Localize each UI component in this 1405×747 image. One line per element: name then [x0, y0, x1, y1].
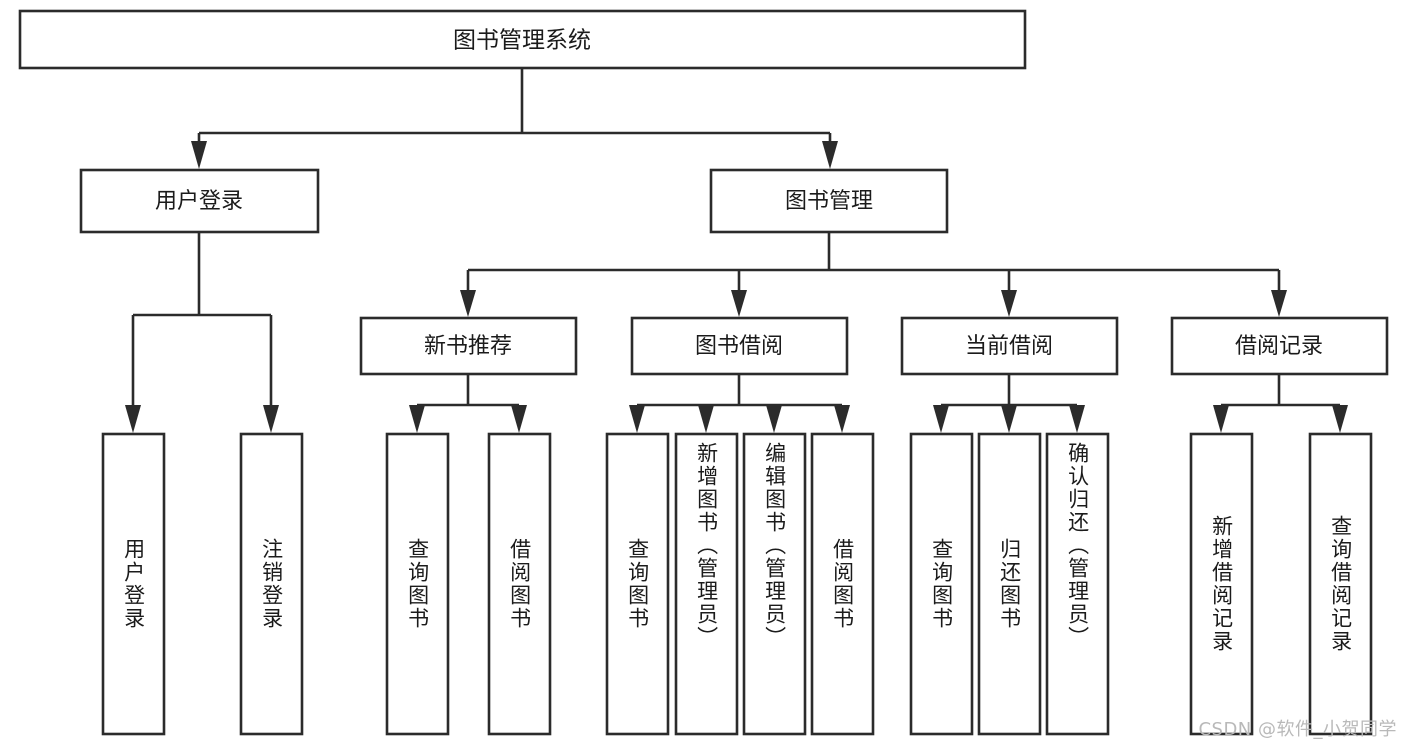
leaf-box-query-book-new[interactable]	[385, 432, 450, 736]
connector-new-book-to-leaves	[409, 374, 527, 433]
arrow-head-leaf-r1	[1213, 405, 1229, 433]
node-borrow-record[interactable]: 借阅记录	[1170, 316, 1389, 376]
arrow-head-leaf-u1	[125, 405, 141, 433]
node-current-borrow-label: 当前借阅	[965, 334, 1053, 359]
arrow-head-borrow-record	[1271, 290, 1287, 317]
leaf-box-confirm-return-admin[interactable]	[1045, 432, 1110, 736]
leaf-box-borrow-book[interactable]	[810, 432, 875, 736]
node-new-book-label: 新书推荐	[424, 334, 512, 359]
node-book-manage[interactable]: 图书管理	[709, 168, 949, 234]
arrow-head-leaf-c1	[933, 405, 949, 433]
arrow-head-borrow-book	[731, 290, 747, 317]
connector-current-borrow-to-leaves	[933, 374, 1085, 433]
connector-user-login-to-leaves	[125, 232, 279, 433]
connector-root-to-level2	[191, 68, 838, 169]
node-book-manage-rect[interactable]	[709, 168, 949, 234]
leaf-box-borrow-book-new[interactable]	[487, 432, 552, 736]
arrow-head-leaf-c2	[1001, 405, 1017, 433]
leaf-box-add-book-admin[interactable]	[674, 432, 739, 736]
node-borrow-book-rect[interactable]	[630, 316, 849, 376]
arrow-head-leaf-b3	[766, 405, 782, 433]
node-borrow-record-rect[interactable]	[1170, 316, 1389, 376]
node-borrow-book-label: 图书借阅	[695, 334, 783, 359]
node-new-book-rect[interactable]	[359, 316, 578, 376]
node-current-borrow-rect[interactable]	[900, 316, 1119, 376]
node-book-manage-label: 图书管理	[785, 189, 873, 214]
arrow-head-current-borrow	[1001, 290, 1017, 317]
arrow-head-leaf-b2	[698, 405, 714, 433]
leaf-box-query-record[interactable]	[1308, 432, 1373, 736]
node-user-login[interactable]: 用户登录	[79, 168, 320, 234]
node-new-book[interactable]: 新书推荐	[359, 316, 578, 376]
node-root-label: 图书管理系统	[453, 28, 591, 54]
node-borrow-record-label: 借阅记录	[1235, 334, 1323, 359]
leaf-box-edit-book-admin[interactable]	[742, 432, 807, 736]
arrow-head-leaf-c3	[1069, 405, 1085, 433]
leaf-box-user-login[interactable]	[101, 432, 166, 736]
arrow-head-leaf-n1	[409, 405, 425, 433]
node-borrow-book[interactable]: 图书借阅	[630, 316, 849, 376]
watermark: CSDN @软件_小贺同学	[1198, 719, 1397, 740]
node-user-login-label: 用户登录	[155, 189, 243, 214]
arrow-head-book-manage	[822, 141, 838, 169]
leaf-box-query-book-current[interactable]	[909, 432, 974, 736]
arrow-head-leaf-n2	[511, 405, 527, 433]
node-root[interactable]: 图书管理系统	[18, 9, 1027, 70]
connector-book-manage-to-level3	[460, 232, 1287, 317]
arrow-head-leaf-b4	[834, 405, 850, 433]
leaf-box-return-book[interactable]	[977, 432, 1042, 736]
connector-borrow-record-to-leaves	[1213, 374, 1348, 433]
arrow-head-user-login	[191, 141, 207, 169]
arrow-head-leaf-r2	[1332, 405, 1348, 433]
arrow-head-leaf-b1	[629, 405, 645, 433]
node-current-borrow[interactable]: 当前借阅	[900, 316, 1119, 376]
node-root-rect[interactable]	[18, 9, 1027, 70]
arrow-head-leaf-u2	[263, 405, 279, 433]
connector-borrow-book-to-leaves	[629, 374, 850, 433]
leaf-box-add-record[interactable]	[1189, 432, 1254, 736]
leaf-box-logout[interactable]	[239, 432, 304, 736]
leaf-box-query-book-borrow[interactable]	[605, 432, 670, 736]
arrow-head-new-book	[460, 290, 476, 317]
